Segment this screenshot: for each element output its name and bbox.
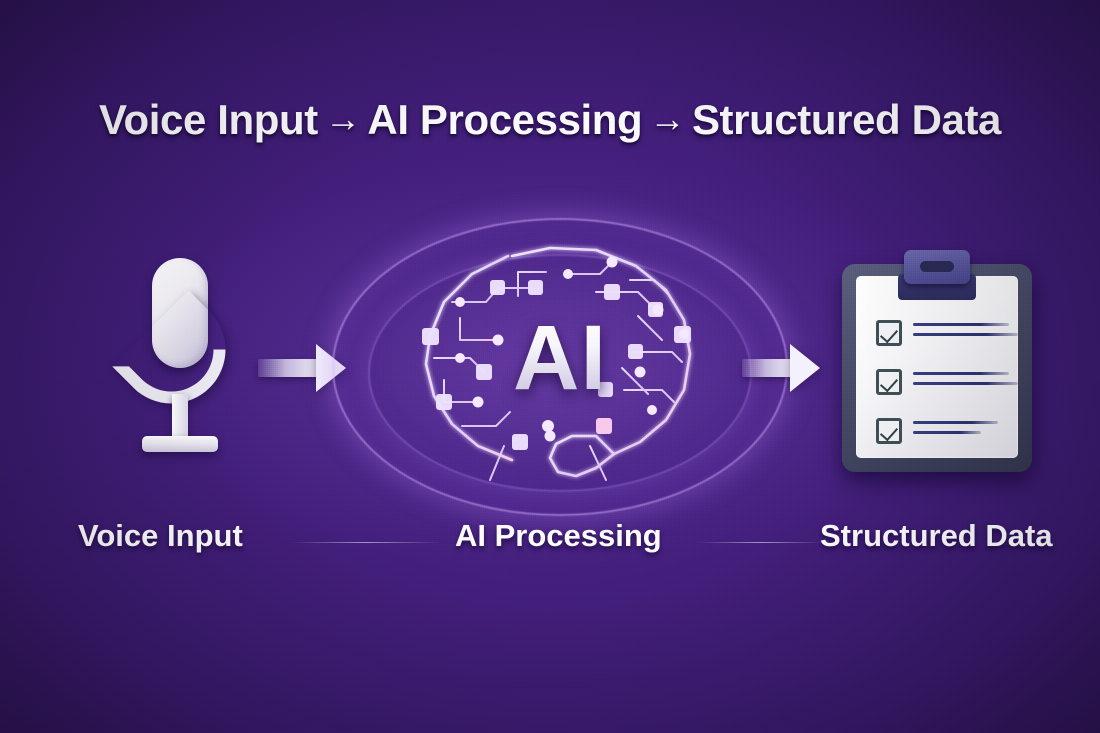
- title-segment-voice-input: Voice Input: [98, 96, 318, 143]
- caption-voice-input: Voice Input: [78, 518, 243, 553]
- checklist-item-text-lines: [913, 320, 1022, 343]
- flow-arrow-ai-to-data-icon: [742, 344, 820, 392]
- page-title: Voice Input→AI Processing→Structured Dat…: [0, 96, 1100, 144]
- title-arrow-icon-1: →: [324, 98, 361, 139]
- text-line: [913, 323, 1009, 326]
- checkbox-checked-icon: [876, 418, 902, 444]
- ai-badge-text: AI: [360, 306, 760, 411]
- checklist-item: [876, 320, 1022, 346]
- flow-arrow-voice-to-ai-icon: [258, 344, 346, 392]
- text-line: [913, 382, 1018, 385]
- brain-circuit-traces: [422, 246, 692, 481]
- checklist-item: [876, 418, 1022, 444]
- title-segment-structured-data: Structured Data: [691, 96, 1001, 143]
- text-line: [913, 431, 981, 434]
- checklist-item: [876, 369, 1022, 395]
- ai-brain-circuit-icon: AI: [332, 218, 788, 516]
- title-arrow-icon-2: →: [649, 98, 685, 139]
- checkbox-checked-icon: [876, 369, 902, 395]
- text-line: [913, 372, 1009, 375]
- checklist-item-text-lines: [913, 418, 1022, 441]
- title-segment-ai-processing: AI Processing: [367, 96, 643, 143]
- arrow-shaft: [258, 359, 320, 377]
- clipboard-checklist-icon: [842, 250, 1032, 472]
- caption-connector-line: [292, 542, 440, 543]
- caption-structured-data: Structured Data: [820, 518, 1053, 553]
- arrow-head: [790, 344, 820, 392]
- microphone-stem: [172, 394, 188, 442]
- text-line: [913, 333, 1018, 336]
- microphone-capsule: [152, 258, 208, 368]
- stage-caption-row: Voice Input AI Processing Structured Dat…: [0, 512, 1100, 564]
- text-line: [913, 421, 999, 424]
- arrow-shaft: [742, 359, 794, 377]
- caption-ai-processing: AI Processing: [455, 518, 662, 553]
- clipboard-clip-hole: [920, 261, 954, 272]
- microphone-base: [142, 436, 218, 452]
- caption-connector-line: [698, 542, 824, 543]
- checklist-item-text-lines: [913, 369, 1022, 392]
- microphone-icon: [112, 258, 248, 458]
- checkbox-checked-icon: [876, 320, 902, 346]
- checklist-rows: [876, 320, 1022, 467]
